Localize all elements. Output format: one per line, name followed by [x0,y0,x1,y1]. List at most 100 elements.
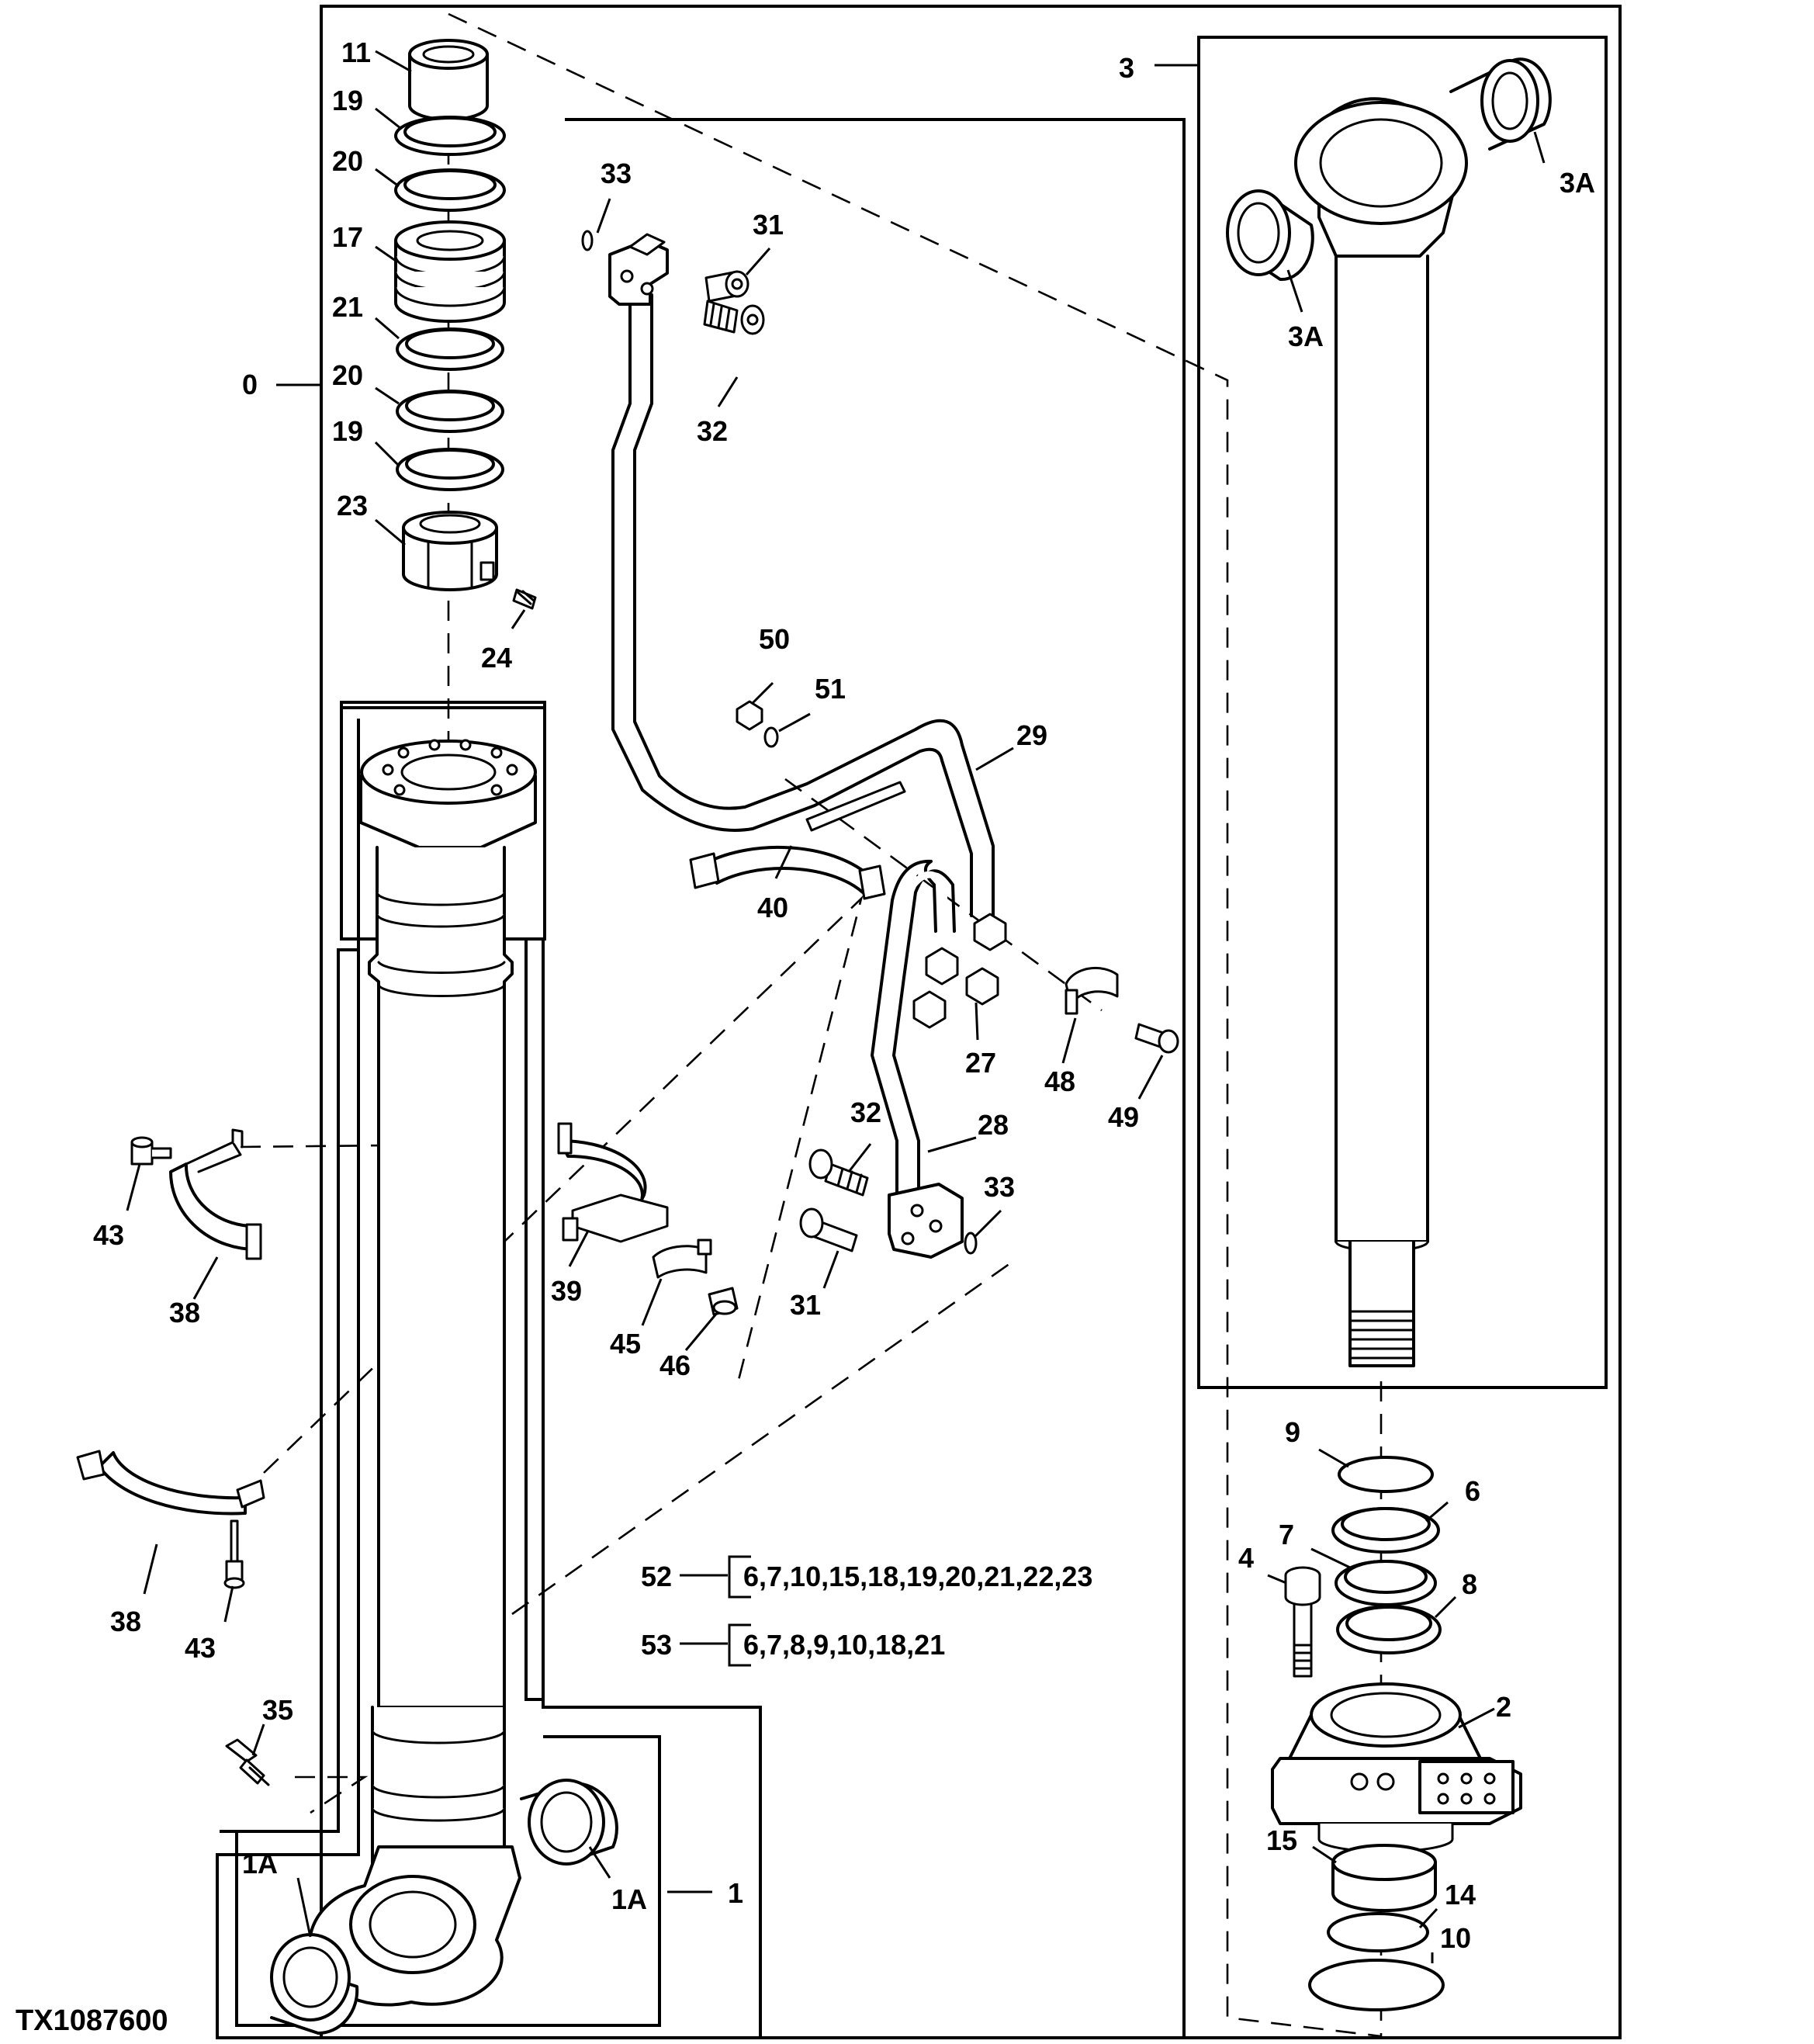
callout-35: 35 [262,1694,293,1726]
callout-45: 45 [610,1328,641,1360]
callout-50: 50 [759,623,790,655]
callout-23: 23 [337,490,368,521]
callout-0: 0 [242,369,258,400]
callout-38-bottom: 38 [110,1606,141,1637]
callout-31-bottom: 31 [790,1289,821,1321]
nut-27-a [925,947,959,986]
pipe-clamp-38-bottom [76,1450,265,1516]
piping-group-outline [565,118,1186,2038]
callout-17: 17 [332,221,363,253]
seal-ring-19-bottom [396,448,504,491]
callout-6: 6 [1465,1475,1480,1507]
set-screw-24 [512,588,537,610]
rod-group-outline [1197,36,1608,1389]
washer-51 [763,726,779,748]
alignment-line-grease [295,1776,369,1814]
callout-43-bottom: 43 [185,1632,216,1664]
callout-2: 2 [1496,1691,1511,1723]
barrel-eye-end [308,1845,521,2007]
cylinder-head-end-outline [235,1735,661,2027]
seal-7 [1335,1560,1437,1606]
kit-52-contents: 6,7,10,15,18,19,20,21,22,23 [743,1561,1092,1592]
callout-1a-left: 1A [242,1848,278,1879]
callout-40: 40 [757,892,788,923]
tube-flange-block-top [608,233,669,306]
piston-nut-23 [402,511,498,591]
cap-screw-46 [708,1287,739,1316]
callout-21: 21 [332,291,363,323]
cap-screw-4 [1284,1566,1321,1678]
cylinder-rod-3 [1335,255,1429,1367]
alignment-line-clamp-lower [263,895,864,1474]
cylinder-head-flange [359,739,537,849]
cap-screw-32-top [703,300,765,335]
callout-3a-left: 3A [1288,320,1324,352]
kit-52-bracket [728,1555,751,1599]
callout-24: 24 [481,642,512,674]
callout-3a-top: 3A [1560,167,1595,199]
alignment-line-tube-lower [511,1262,1011,1616]
o-ring-33-top [581,230,594,251]
cap-screw-31-bottom [799,1207,858,1252]
callout-14: 14 [1445,1879,1476,1911]
callout-28: 28 [978,1109,1009,1141]
alignment-line-rod-axis [448,12,1382,2038]
cap-screw-49 [1134,1023,1179,1054]
callout-4: 4 [1238,1542,1254,1574]
callout-53: 53 [641,1629,672,1661]
piston-17 [394,220,506,323]
band-bracket [805,781,906,832]
alignment-line-clamp-upper [240,1144,389,1148]
clip-48 [1065,966,1119,1015]
grease-fitting-35 [225,1738,270,1786]
callout-49: 49 [1108,1101,1139,1133]
cap-screw-32-bottom [808,1148,869,1197]
callout-7: 7 [1279,1519,1294,1550]
pipe-clamp-38-top [169,1128,262,1260]
bushing-1a-left [270,1933,359,2035]
tube-flange-block-bottom [888,1183,964,1259]
tube-28 [871,859,956,1199]
cylinder-assembly-outline [320,5,1622,2039]
figure-id: TX1087600 [16,2004,168,2037]
callout-20-bottom: 20 [332,359,363,391]
bushing-3a-top [1449,57,1552,151]
callout-1: 1 [728,1877,743,1909]
callout-27: 27 [965,1047,996,1079]
callout-19-bottom: 19 [332,415,363,447]
wear-ring-9 [1338,1456,1434,1493]
seal-15 [1331,1844,1437,1912]
ring-10 [1308,1959,1445,2011]
callout-3: 3 [1119,52,1134,84]
callout-20-top: 20 [332,145,363,177]
nut-27-c [965,967,999,1006]
nut-27-b [973,913,1007,951]
callout-48: 48 [1044,1065,1075,1097]
callout-52: 52 [641,1561,672,1592]
callout-1a-right: 1A [611,1883,647,1915]
callout-32-bottom: 32 [850,1096,881,1128]
bushing-1a-right [520,1779,618,1866]
tube-29 [611,291,995,920]
pipe-clamp-39 [557,1122,669,1243]
callout-11: 11 [341,36,371,68]
callout-39: 39 [551,1275,582,1307]
seal-6 [1331,1507,1440,1554]
bushing-3a-left [1226,189,1314,282]
leader-lines [126,50,1546,1963]
o-ring-33-bottom [964,1232,978,1255]
callout-9: 9 [1285,1416,1300,1448]
rod-eye [1294,97,1468,258]
callout-8: 8 [1462,1568,1477,1600]
callout-51: 51 [815,673,846,705]
cylinder-barrel-outline [220,719,360,1833]
seal-ring-20-top [394,168,506,212]
callout-43-top: 43 [93,1219,124,1251]
cap-screw-43-bottom [223,1519,245,1589]
ring-14 [1327,1912,1429,1952]
clamp-band-40 [689,845,886,900]
callout-33-bottom: 33 [984,1171,1015,1203]
clip-45 [652,1239,712,1279]
cap-screw-31-top [704,270,749,303]
